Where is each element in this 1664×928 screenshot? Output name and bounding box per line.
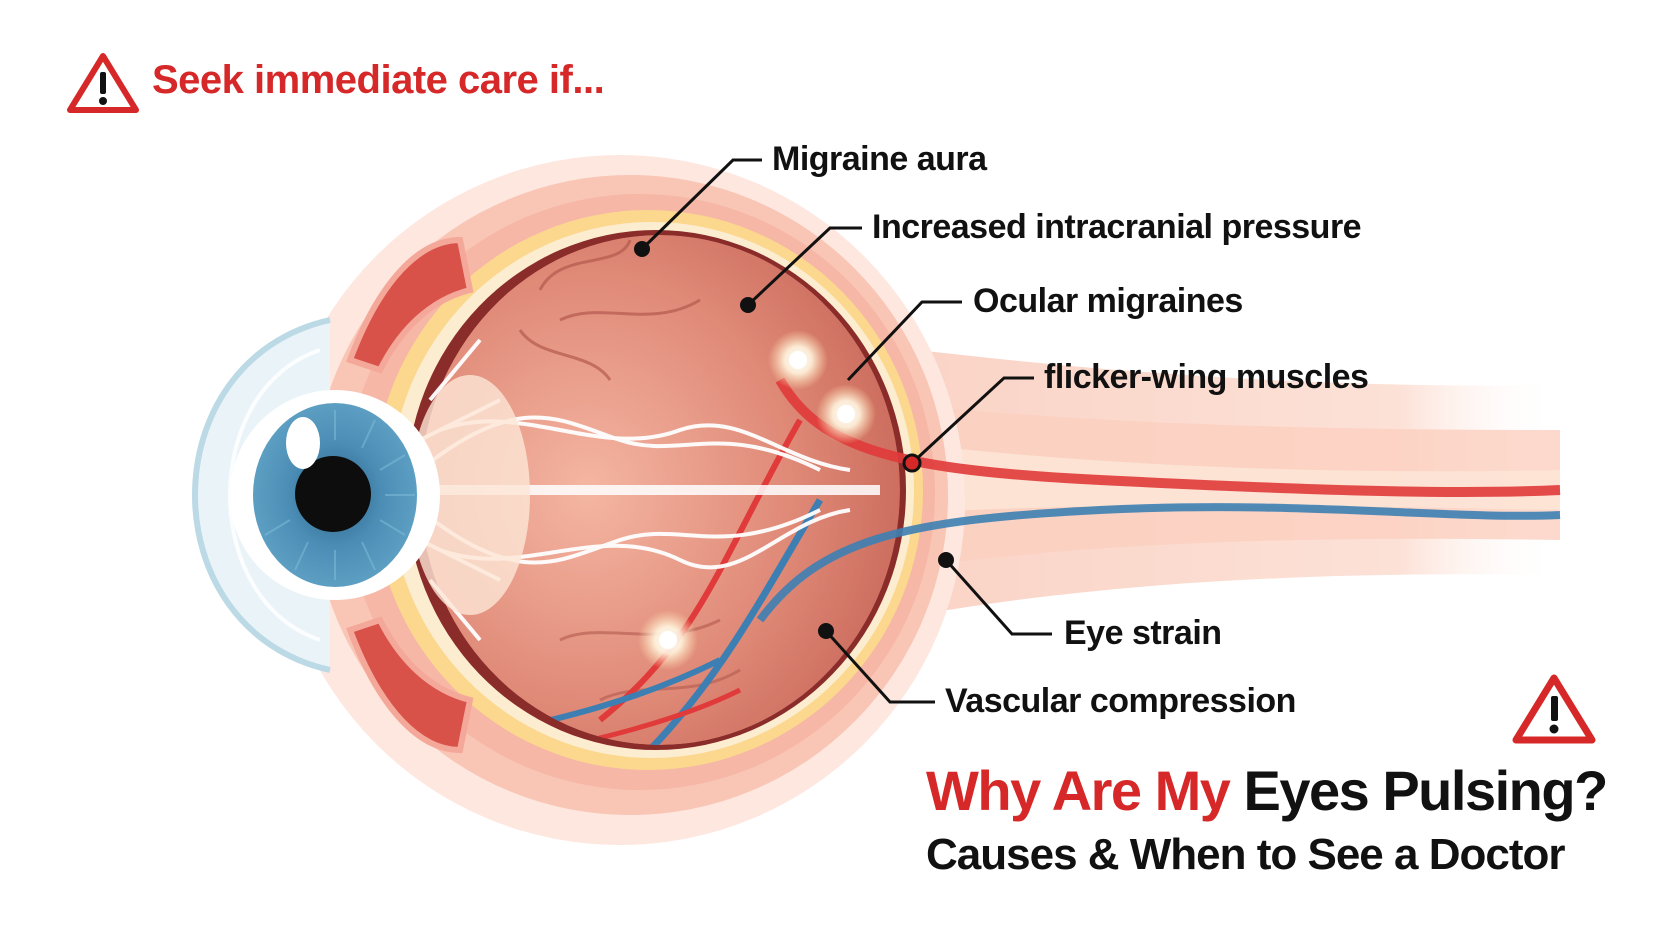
- headline-dark-part: Eyes Pulsing?: [1243, 759, 1608, 822]
- warning-triangle-icon: [67, 53, 139, 113]
- vein: [756, 503, 1561, 623]
- headline-red-part: Why Are My: [926, 759, 1231, 822]
- leader-lines: [640, 158, 1052, 704]
- label-flicker-wing-muscles: flicker-wing muscles: [1044, 358, 1369, 396]
- label-intracranial-pressure: Increased intracranial pressure: [872, 208, 1362, 246]
- headline: Why Are My Eyes Pulsing?: [926, 758, 1608, 823]
- eye-highlight: [286, 417, 320, 469]
- optic-nerve: [760, 330, 1560, 650]
- label-ocular-migraines: Ocular migraines: [973, 282, 1243, 320]
- warning-heading: Seek immediate care if...: [152, 58, 605, 102]
- subheadline: Causes & When to See a Doctor: [926, 830, 1565, 879]
- headline-warning-triangle-icon: [1512, 674, 1596, 744]
- anchor-dots: [634, 241, 954, 639]
- glow-spots: [638, 330, 876, 670]
- eyelid-muscles: [346, 236, 474, 754]
- pupil: [295, 456, 371, 532]
- label-vascular-compression: Vascular compression: [945, 682, 1296, 720]
- label-eye-strain: Eye strain: [1064, 614, 1222, 652]
- lens: [410, 375, 530, 615]
- label-migraine-aura: Migraine aura: [772, 140, 987, 178]
